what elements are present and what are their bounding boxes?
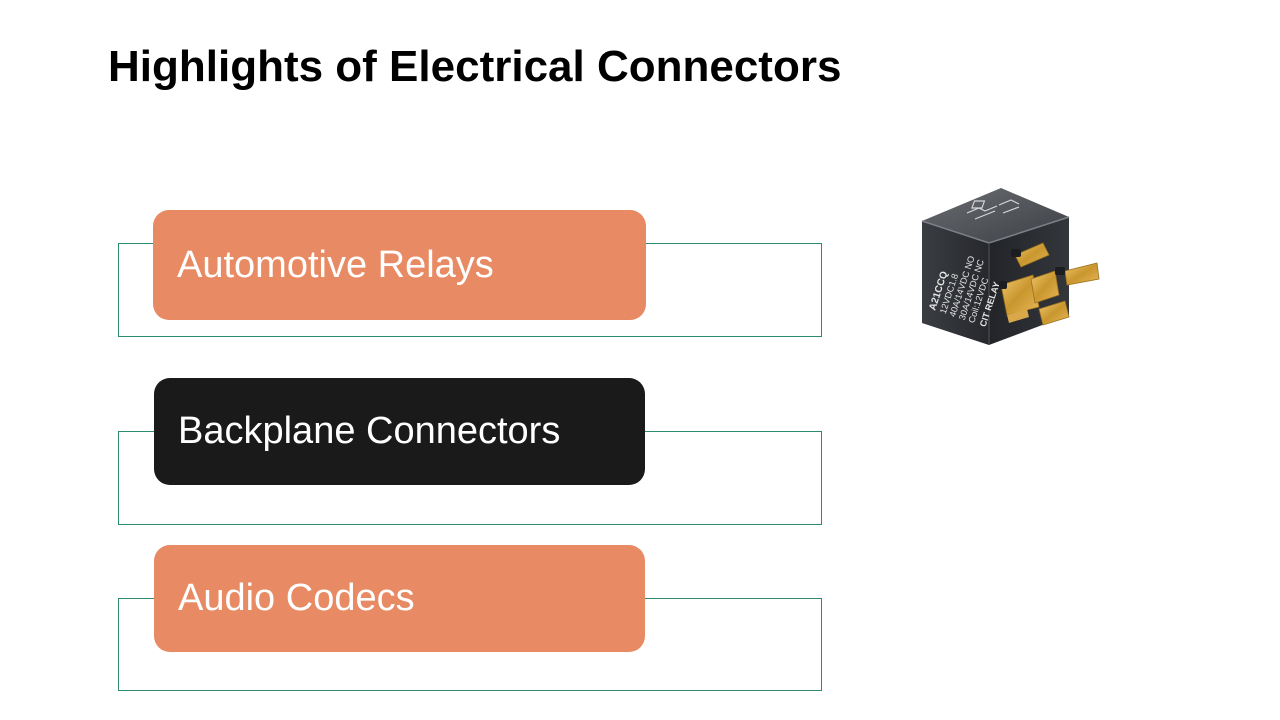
item-label: Backplane Connectors — [178, 410, 561, 452]
item-backplane-connectors: Backplane Connectors — [154, 378, 645, 485]
relay-front-face — [922, 221, 989, 345]
relay-terminals — [1000, 242, 1100, 326]
item-label: Automotive Relays — [177, 243, 494, 286]
relay-image: A21CCQ 12VDC1.8 40A/14VDC NO 30A/14VDC N… — [921, 188, 1100, 345]
slide-title: Highlights of Electrical Connectors — [108, 42, 842, 91]
item-automotive-relays: Automotive Relays — [153, 210, 646, 320]
relay-circuit-diagram — [966, 199, 1020, 220]
item-audio-codecs: Audio Codecs — [154, 545, 645, 652]
relay-top-face — [922, 188, 1069, 243]
item-label: Audio Codecs — [178, 577, 415, 619]
